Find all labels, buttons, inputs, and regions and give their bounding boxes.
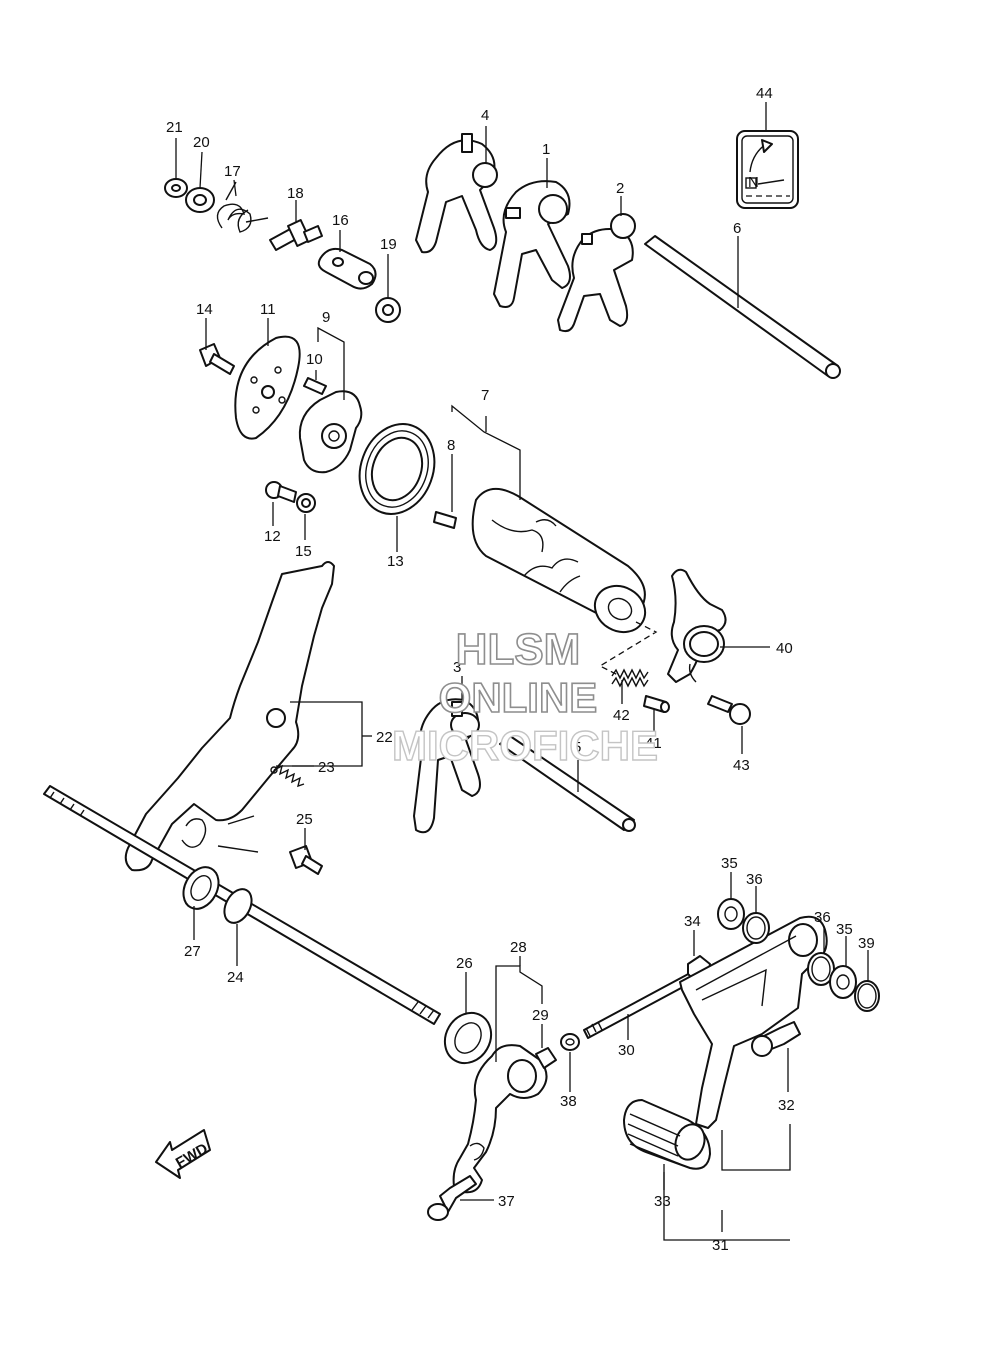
washer-21 — [164, 178, 188, 198]
pin-8 — [433, 511, 457, 529]
spring-23 — [270, 764, 305, 788]
callout-18: 18 — [287, 185, 304, 202]
callout-43: 43 — [733, 757, 750, 774]
shift-fork-3 — [413, 698, 481, 834]
callout-32: 32 — [778, 1097, 795, 1114]
callout-6: 6 — [733, 220, 741, 237]
pin-10 — [303, 377, 327, 395]
pin-41 — [643, 695, 670, 713]
bolt-12 — [265, 481, 297, 503]
callout-35-upper: 35 — [721, 855, 738, 872]
forward-direction-badge: FWD — [155, 1129, 211, 1179]
callout-34: 34 — [684, 913, 701, 930]
shift-link-arm-28 — [452, 1044, 557, 1194]
bolt-25 — [289, 845, 323, 875]
callout-1: 1 — [542, 141, 550, 158]
circlip-39 — [854, 980, 880, 1012]
spring-42 — [611, 668, 649, 688]
callout-12: 12 — [264, 528, 281, 545]
callout-40: 40 — [776, 640, 793, 657]
washer-35-upper — [717, 898, 745, 930]
callout-11: 11 — [260, 301, 276, 318]
callout-2: 2 — [616, 180, 624, 197]
shift-cam-9 — [298, 390, 363, 474]
pedal-rubber-33 — [623, 1099, 711, 1170]
gearshift-pedal-31 — [679, 915, 828, 1129]
washer-15 — [296, 493, 316, 513]
neutral-indicator-symbol: N — [748, 174, 759, 191]
callout-30: 30 — [618, 1042, 635, 1059]
leader-lines — [175, 102, 869, 1241]
shift-drum-7 — [471, 488, 647, 634]
callout-16: 16 — [332, 212, 349, 229]
callout-29: 29 — [532, 1007, 549, 1024]
shift-shaft-6 — [644, 235, 841, 379]
callout-5: 5 — [573, 739, 581, 756]
bolt-43 — [707, 695, 751, 725]
washer-36-upper — [742, 912, 770, 944]
bearing-26 — [443, 1011, 493, 1065]
callout-3: 3 — [453, 659, 461, 676]
watermark: HLSM ONLINE MICROFICHE — [391, 624, 658, 770]
callout-10: 10 — [306, 351, 323, 368]
watermark-line-2: ONLINE — [439, 674, 598, 721]
washer-19 — [375, 297, 401, 323]
callout-44: 44 — [756, 85, 773, 102]
callout-23: 23 — [318, 759, 335, 776]
callout-25: 25 — [296, 811, 313, 828]
callout-42: 42 — [613, 707, 630, 724]
plate-16 — [317, 247, 377, 290]
shift-arm-22 — [124, 561, 335, 872]
washer-20 — [185, 187, 215, 213]
callout-36-lower: 36 — [814, 909, 831, 926]
callout-28: 28 — [510, 939, 527, 956]
callout-24: 24 — [227, 969, 244, 986]
shift-fork-2 — [557, 213, 636, 333]
gearshift-shaft-24 — [43, 785, 441, 1025]
callout-numbers: 21 20 17 18 16 19 4 1 2 6 44 14 11 9 10 … — [166, 85, 875, 1254]
callout-14: 14 — [196, 301, 213, 318]
bolt-37 — [427, 1175, 477, 1221]
callout-27: 27 — [184, 943, 201, 960]
bolt-32 — [751, 1021, 801, 1057]
washer-35-lower — [829, 965, 857, 999]
callout-15: 15 — [295, 543, 312, 560]
callout-17: 17 — [224, 163, 241, 180]
callout-31: 31 — [712, 1237, 729, 1254]
oil-seal-27 — [182, 866, 220, 910]
callout-22: 22 — [376, 729, 393, 746]
callout-41: 41 — [645, 735, 662, 752]
callout-13: 13 — [387, 553, 404, 570]
spring-17 — [216, 181, 269, 233]
callout-19: 19 — [380, 236, 397, 253]
callout-39: 39 — [858, 935, 875, 952]
callout-26: 26 — [456, 955, 473, 972]
shift-plate-11 — [234, 335, 301, 440]
watermark-line-1: HLSM — [456, 625, 581, 674]
callout-4: 4 — [481, 107, 489, 124]
callout-35-lower: 35 — [836, 921, 853, 938]
nut-38 — [560, 1033, 580, 1051]
bearing-13 — [358, 423, 436, 515]
callout-38: 38 — [560, 1093, 577, 1110]
callout-36-upper: 36 — [746, 871, 763, 888]
callout-7: 7 — [481, 387, 489, 404]
callout-9: 9 — [322, 309, 330, 326]
bolt-18 — [269, 219, 323, 251]
neutral-switch-40 — [667, 568, 727, 683]
shift-shaft-5 — [499, 735, 636, 832]
callout-21: 21 — [166, 119, 183, 136]
watermark-line-3: MICROFICHE — [392, 722, 658, 769]
neutral-indicator-label-44: N — [736, 130, 799, 209]
callout-37: 37 — [498, 1193, 515, 1210]
shift-fork-1 — [493, 180, 571, 308]
callout-8: 8 — [447, 437, 455, 454]
shift-fork-4 — [415, 133, 498, 254]
callout-33: 33 — [654, 1193, 671, 1210]
bolt-14 — [199, 343, 235, 375]
callout-20: 20 — [193, 134, 210, 151]
